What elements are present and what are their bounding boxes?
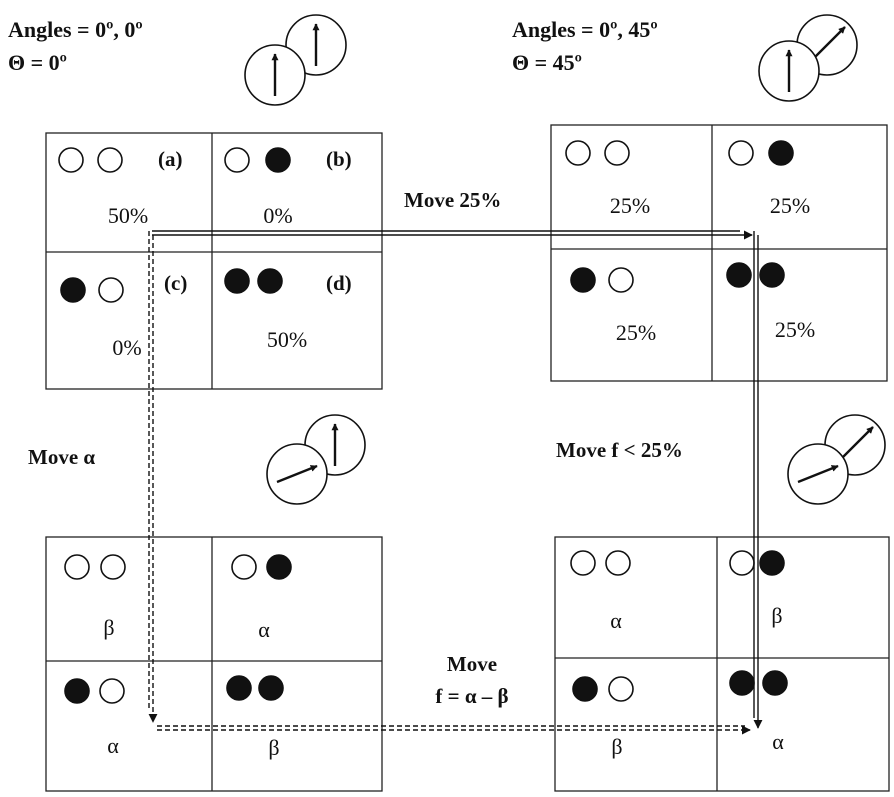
- move-bottom-label-line2: f = α – β: [435, 684, 508, 708]
- black-ball: [226, 675, 252, 701]
- grid-cell-b: (b) 0%: [224, 147, 352, 228]
- white-ball: [99, 678, 125, 704]
- white-ball: [224, 147, 250, 173]
- spin-arrow-tilted-icon: [276, 464, 318, 484]
- cell-value: β: [103, 615, 114, 640]
- left-theta-label: Θ = 0º: [8, 50, 67, 75]
- cell-value: α: [107, 733, 119, 758]
- grid-cell-white-white: α: [570, 550, 631, 633]
- grid-cell-white-white: 25%: [565, 140, 650, 218]
- grid-cell-c: (c) 0%: [60, 271, 187, 360]
- move-top-label: Move 25%: [404, 188, 501, 212]
- move-right-label: Move f < 25%: [556, 438, 683, 462]
- move-bottom-label-line1: Move: [447, 652, 497, 676]
- cell-value: 50%: [267, 327, 307, 352]
- spin-arrow-tilted-icon: [797, 464, 839, 484]
- cell-value: β: [611, 734, 622, 759]
- grid-cell-black-white: 25%: [570, 267, 656, 345]
- cell-value: 25%: [616, 320, 656, 345]
- black-ball: [60, 277, 86, 303]
- white-ball: [570, 550, 596, 576]
- left-angles-label: Angles = 0º, 0º: [8, 17, 143, 42]
- grid-frame: [550, 124, 888, 382]
- black-ball: [258, 675, 284, 701]
- spin-pair-top-right-icon: [758, 14, 858, 102]
- cell-value: 25%: [610, 193, 650, 218]
- black-ball: [224, 268, 250, 294]
- cell-value: α: [772, 729, 784, 754]
- move-right-arrow: [753, 231, 763, 729]
- cell-label: (b): [326, 147, 352, 171]
- white-ball: [100, 554, 126, 580]
- grid-cell-black-black: α: [729, 670, 788, 754]
- cell-value: 0%: [112, 335, 141, 360]
- white-ball: [604, 140, 630, 166]
- cell-value: 25%: [775, 317, 815, 342]
- move-top-arrow: [152, 230, 753, 240]
- black-ball: [572, 676, 598, 702]
- black-ball: [570, 267, 596, 293]
- black-ball: [726, 262, 752, 288]
- black-ball: [762, 670, 788, 696]
- white-ball: [64, 554, 90, 580]
- grid-bottom-right: α β β α: [554, 536, 890, 792]
- grid-top-left: (a) 50% (b) 0% (c) 0% (d) 50%: [45, 132, 383, 390]
- spin-pair-mid-left-icon: [266, 414, 366, 505]
- cell-value: β: [268, 735, 279, 760]
- cell-value: 25%: [770, 193, 810, 218]
- white-ball: [231, 554, 257, 580]
- grid-cell-white-black: 25%: [728, 140, 810, 218]
- cell-label: (c): [164, 271, 187, 295]
- grid-top-right: 25% 25% 25% 25%: [550, 124, 888, 382]
- cell-value: α: [258, 617, 270, 642]
- grid-cell-black-black: 25%: [726, 262, 815, 342]
- white-ball: [728, 140, 754, 166]
- white-ball: [608, 267, 634, 293]
- black-ball: [768, 140, 794, 166]
- white-ball: [608, 676, 634, 702]
- grid-frame: [45, 132, 383, 390]
- black-ball: [64, 678, 90, 704]
- right-theta-label: Θ = 45º: [512, 50, 582, 75]
- grid-cell-white-black: α: [231, 554, 292, 642]
- grid-cell-d: (d) 50%: [224, 268, 352, 352]
- spin-arrow-diagonal-icon: [811, 26, 846, 61]
- cell-value: β: [771, 603, 782, 628]
- black-ball: [729, 670, 755, 696]
- white-ball: [605, 550, 631, 576]
- move-left-arrow: [148, 231, 158, 723]
- grid-cell-white-white: β: [64, 554, 126, 640]
- grid-cell-black-black: β: [226, 675, 284, 760]
- cell-label: (a): [158, 147, 183, 171]
- white-ball: [98, 277, 124, 303]
- spin-pair-mid-right-icon: [787, 414, 886, 505]
- white-ball: [729, 550, 755, 576]
- grid-cell-a: (a) 50%: [58, 147, 183, 228]
- cell-value: 0%: [263, 203, 292, 228]
- black-ball: [266, 554, 292, 580]
- move-bottom-arrow: [157, 725, 751, 735]
- white-ball: [97, 147, 123, 173]
- right-angles-label: Angles = 0º, 45º: [512, 17, 658, 42]
- black-ball: [759, 262, 785, 288]
- grid-frame: [554, 536, 890, 792]
- spin-arrow-diagonal-icon: [839, 426, 874, 461]
- white-ball: [565, 140, 591, 166]
- grid-cell-black-white: β: [572, 676, 634, 759]
- grid-cell-white-black: β: [729, 550, 785, 628]
- grid-cell-black-white: α: [64, 678, 125, 758]
- grid-bottom-left: β α α β: [45, 536, 383, 792]
- black-ball: [759, 550, 785, 576]
- black-ball: [265, 147, 291, 173]
- cell-label: (d): [326, 271, 352, 295]
- white-ball: [58, 147, 84, 173]
- black-ball: [257, 268, 283, 294]
- spin-pair-top-left-icon: [244, 14, 347, 106]
- grid-frame: [45, 536, 383, 792]
- cell-value: α: [610, 608, 622, 633]
- move-left-label: Move α: [28, 445, 95, 469]
- cell-value: 50%: [108, 203, 148, 228]
